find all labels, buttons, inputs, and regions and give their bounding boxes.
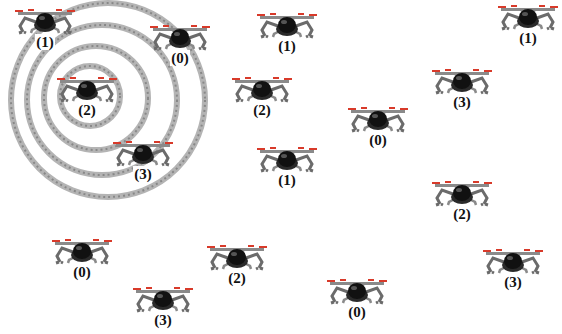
drone-number: (3) — [503, 274, 523, 290]
drone-number: (1) — [277, 38, 297, 54]
drone-number: (0) — [72, 264, 92, 280]
drone-number: (2) — [227, 270, 247, 286]
drone-number: (3) — [153, 312, 173, 328]
drone-number: (0) — [347, 304, 367, 320]
drones — [15, 5, 558, 311]
drone-number: (1) — [518, 30, 538, 46]
drone-number: (0) — [368, 132, 388, 148]
drone-number: (1) — [277, 172, 297, 188]
drone-number: (2) — [452, 206, 472, 222]
drone-number: (2) — [252, 102, 272, 118]
drone-number: (1) — [35, 34, 55, 50]
drone-number: (0) — [170, 50, 190, 66]
drone-number: (2) — [77, 102, 97, 118]
drone-number: (3) — [452, 94, 472, 110]
drone-number: (3) — [133, 166, 153, 182]
